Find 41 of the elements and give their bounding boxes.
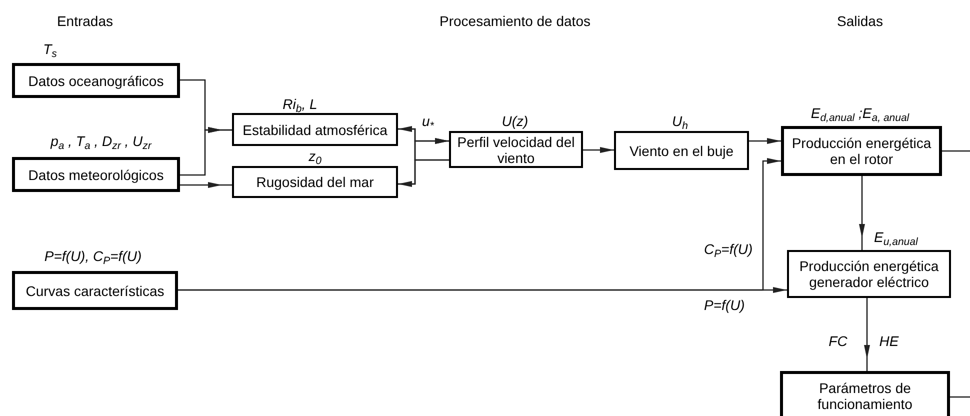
arrow bbox=[398, 159, 449, 187]
box-text: Viento en el buje bbox=[628, 142, 735, 158]
process-box bbox=[781, 126, 942, 176]
process-box bbox=[780, 371, 950, 416]
process-box bbox=[12, 271, 178, 310]
arrow bbox=[178, 287, 787, 293]
box-text: Parámetros de funcionamiento bbox=[816, 380, 914, 412]
box-text: Perfil velocidad del viento bbox=[456, 134, 576, 166]
column-heading: Salidas bbox=[836, 12, 884, 30]
box-text: Datos meteorológicos bbox=[27, 166, 165, 182]
process-box bbox=[449, 131, 583, 168]
arrow bbox=[180, 182, 232, 188]
box-text: Estabilidad atmosférica bbox=[242, 122, 388, 138]
box-text: Curvas características bbox=[24, 282, 166, 298]
process-box bbox=[787, 250, 951, 298]
variable-label: p$_{a}$ , T$_{a}$ , D$_{zr}$ , U$_{zr}$ bbox=[49, 132, 153, 150]
variable-label: E$_{d,anual}$ ;E$_{a, anual}$ bbox=[810, 104, 910, 122]
variable-label: T$_{s}$ bbox=[42, 40, 58, 58]
box-text: Rugosidad del mar bbox=[255, 174, 375, 190]
arrow bbox=[583, 147, 614, 153]
box-text: Producción energética en el rotor bbox=[790, 135, 932, 167]
process-box bbox=[232, 113, 398, 146]
variable-label: Ri$_{b}$, L bbox=[282, 95, 318, 113]
variable-label: z$_{0}$ bbox=[308, 147, 322, 165]
variable-label: FC bbox=[828, 332, 848, 350]
arrow bbox=[864, 298, 870, 371]
arrow bbox=[180, 127, 232, 176]
box-text: Producción energética generador eléctrico bbox=[798, 258, 940, 290]
process-box bbox=[614, 131, 749, 170]
arrow bbox=[749, 138, 781, 144]
process-box bbox=[232, 166, 398, 198]
variable-label: P=f(U), C$_{P}$=f(U) bbox=[43, 247, 143, 265]
process-box bbox=[12, 63, 180, 98]
column-heading: Procesamiento de datos bbox=[438, 12, 592, 30]
process-box bbox=[12, 157, 180, 192]
column-heading: Entradas bbox=[56, 12, 114, 30]
variable-label: HE bbox=[878, 332, 900, 350]
box-text: Datos oceanográficos bbox=[27, 72, 165, 88]
variable-label: U$_{h}$ bbox=[671, 112, 689, 130]
arrow bbox=[859, 176, 865, 250]
variable-label: U(z) bbox=[500, 112, 530, 130]
